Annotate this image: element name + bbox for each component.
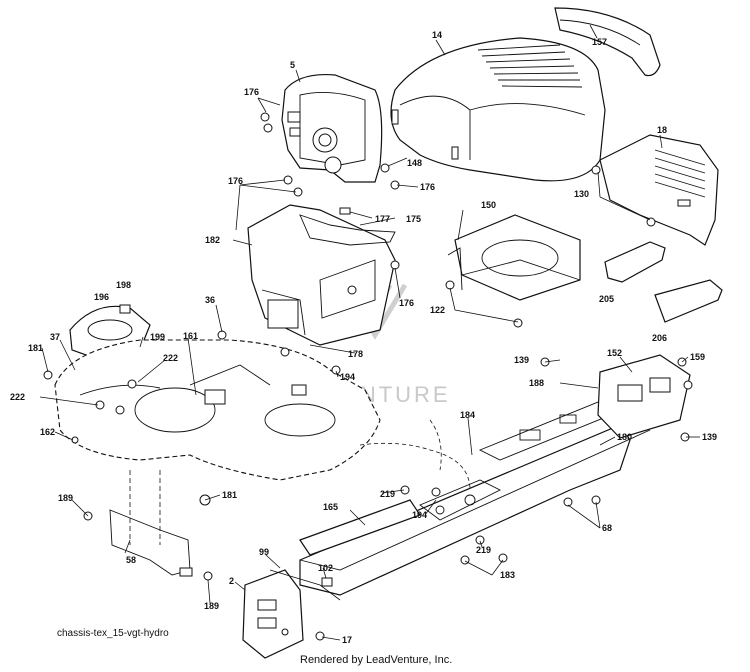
- part-2-front-plate: [242, 569, 304, 659]
- callout-181: 181: [28, 343, 43, 353]
- callout-189: 189: [204, 601, 219, 611]
- part-18-grille: [599, 134, 719, 246]
- callout-68: 68: [602, 523, 612, 533]
- callout-162: 162: [40, 427, 55, 437]
- callout-157: 157: [592, 37, 607, 47]
- render-credit: Rendered by LeadVenture, Inc.: [300, 654, 453, 666]
- part-14-hood: [390, 37, 606, 182]
- callout-184: 184: [460, 410, 475, 420]
- part-102-clip: [321, 577, 333, 587]
- callout-37: 37: [50, 332, 60, 342]
- callout-14: 14: [432, 30, 442, 40]
- callout-165: 165: [323, 502, 338, 512]
- callout-177: 177: [375, 214, 390, 224]
- callout-139: 139: [702, 432, 717, 442]
- callout-58: 58: [126, 555, 136, 565]
- part-157-grille-cap: [554, 7, 661, 77]
- callout-130: 130: [574, 189, 589, 199]
- callout-labels: 5 14 157 176 18 130 148 176 176 175 177 …: [10, 30, 717, 645]
- callout-159: 159: [690, 352, 705, 362]
- callout-180: 180: [617, 432, 632, 442]
- callout-176: 176: [420, 182, 435, 192]
- part-5-dash-panel: [281, 73, 383, 183]
- callout-183: 183: [500, 570, 515, 580]
- part-150-battery-tray: [447, 214, 581, 301]
- callout-148: 148: [407, 158, 422, 168]
- part-152-hitch-plate: [597, 354, 691, 439]
- callout-150: 150: [481, 200, 496, 210]
- callout-194: 194: [340, 372, 355, 382]
- callout-205: 205: [599, 294, 614, 304]
- callout-222: 222: [10, 392, 25, 402]
- callout-219: 219: [476, 545, 491, 555]
- callout-139: 139: [514, 355, 529, 365]
- callout-5: 5: [290, 60, 295, 70]
- hardware: [43, 112, 693, 641]
- part-206-cover: [654, 279, 723, 323]
- callout-219: 219: [380, 489, 395, 499]
- callout-36: 36: [205, 295, 215, 305]
- callout-122: 122: [430, 305, 445, 315]
- callout-206: 206: [652, 333, 667, 343]
- callout-178: 178: [348, 349, 363, 359]
- callout-196: 196: [94, 292, 109, 302]
- callout-175: 175: [406, 214, 421, 224]
- leader-lines: [39, 24, 700, 641]
- callout-161: 161: [183, 331, 198, 341]
- part-58-bracket: [109, 509, 191, 576]
- callout-182: 182: [205, 235, 220, 245]
- part-177-clip: [339, 207, 351, 215]
- callout-222: 222: [163, 353, 178, 363]
- callout-176: 176: [399, 298, 414, 308]
- callout-18: 18: [657, 125, 667, 135]
- callout-17: 17: [342, 635, 352, 645]
- part-205-bracket: [604, 241, 666, 283]
- part-37-fender: [54, 339, 381, 481]
- part-99-rod: [269, 569, 341, 601]
- callout-181: 181: [222, 490, 237, 500]
- callout-2: 2: [229, 576, 234, 586]
- part-198-cap: [119, 304, 131, 314]
- callout-189: 189: [58, 493, 73, 503]
- callout-194: 194: [412, 510, 427, 520]
- callout-152: 152: [607, 348, 622, 358]
- callout-99: 99: [259, 547, 269, 557]
- part-182-dash-frame: [247, 204, 396, 346]
- part-165-axle-bracket: [299, 499, 421, 556]
- diagram-id-label: chassis-tex_15-vgt-hydro: [57, 628, 169, 639]
- callout-102: 102: [318, 563, 333, 573]
- callout-198: 198: [116, 280, 131, 290]
- callout-188: 188: [529, 378, 544, 388]
- callout-176: 176: [228, 176, 243, 186]
- callout-199: 199: [150, 332, 165, 342]
- callout-176: 176: [244, 87, 259, 97]
- part-175-steering-support: [299, 214, 396, 246]
